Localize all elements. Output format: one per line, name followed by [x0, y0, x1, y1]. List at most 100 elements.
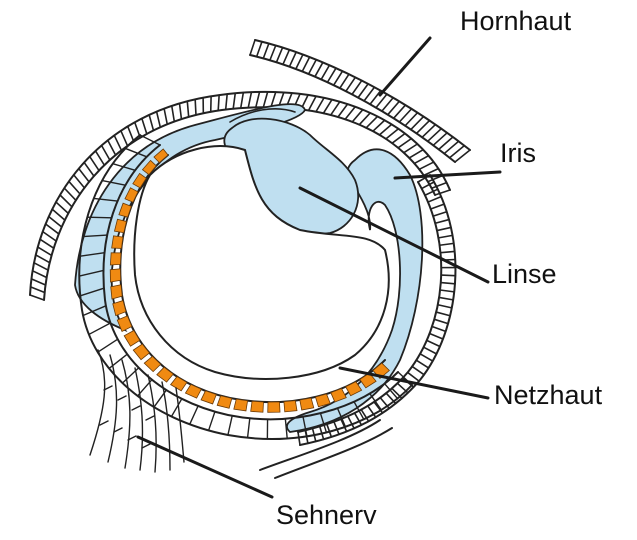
hatch-mark	[149, 115, 153, 131]
hatch-mark	[90, 157, 99, 171]
retina-cell	[112, 236, 123, 249]
hatch-mark	[414, 156, 428, 164]
hatch-mark	[438, 235, 452, 238]
retina-cell	[284, 401, 297, 412]
hatch-mark	[121, 131, 128, 146]
hatch-mark	[142, 118, 147, 133]
hatch-mark	[420, 354, 433, 361]
hatch-mark	[34, 263, 48, 270]
hatch-mark	[321, 65, 329, 79]
hatch-mark	[89, 323, 111, 334]
hatch-mark	[283, 50, 289, 65]
hatch-mark	[248, 92, 251, 107]
hatch-mark	[334, 422, 339, 435]
hatch-mark	[380, 124, 392, 135]
retina-cell	[171, 377, 187, 391]
hatch-mark	[408, 372, 419, 381]
retina-cell	[251, 401, 264, 412]
hatch-mark	[256, 92, 260, 107]
hatch-mark	[441, 283, 455, 284]
hatch-mark	[241, 93, 244, 109]
hatch-mark	[296, 55, 303, 69]
hatch-mark	[315, 62, 323, 76]
hatch-mark	[366, 116, 377, 127]
hatch-mark	[352, 110, 362, 122]
hatch-mark	[327, 68, 336, 82]
hatch-mark	[270, 45, 276, 60]
hatch-mark	[190, 406, 198, 424]
hatch-mark	[179, 103, 181, 119]
hatch-mark	[439, 297, 453, 299]
lower-sclera-lines	[260, 420, 392, 478]
retina-cell	[144, 356, 160, 371]
hatch-mark	[96, 151, 105, 165]
hatch-mark	[40, 239, 54, 248]
hatch-mark	[164, 109, 167, 125]
hatch-mark	[382, 98, 393, 111]
hatch-mark	[373, 120, 385, 131]
hatch-mark	[248, 418, 250, 437]
hatch-mark	[84, 162, 94, 176]
hatch-mark	[424, 347, 437, 354]
hatch-mark	[370, 91, 381, 105]
hatch-mark	[218, 95, 219, 110]
hatch-mark	[364, 87, 374, 101]
hatch-mark	[30, 295, 44, 300]
hatch-mark	[128, 126, 134, 141]
hatch-mark	[46, 224, 59, 234]
hatch-mark	[98, 339, 118, 352]
hatch-mark	[340, 74, 349, 88]
retina-cell	[124, 330, 140, 346]
hatch-mark	[419, 162, 433, 169]
label-lens: Linse	[492, 259, 557, 289]
hatch-mark	[359, 113, 370, 125]
retina-cell	[111, 285, 122, 299]
retina-cell	[268, 402, 280, 412]
hatch-mark	[323, 100, 332, 114]
hatch-mark	[435, 190, 450, 195]
hatch-mark	[341, 419, 347, 431]
hatch-mark	[31, 279, 45, 285]
hatch-mark	[412, 366, 424, 374]
hatch-mark	[334, 71, 343, 85]
hatch-mark	[435, 220, 449, 224]
hatch-mark	[430, 333, 443, 339]
hatch-mark	[398, 139, 411, 148]
hatch-mark	[187, 101, 188, 117]
hatch-mark	[171, 399, 181, 417]
hatch-mark	[289, 52, 296, 67]
retina-cell	[110, 253, 121, 265]
hatch-mark	[285, 419, 287, 439]
hatch-mark	[386, 129, 399, 139]
hatch-mark	[31, 287, 45, 293]
hatch-mark	[309, 60, 317, 74]
hatch-mark	[52, 209, 65, 220]
hatch-mark	[352, 81, 362, 95]
hatch-mark	[195, 99, 196, 115]
hatch-mark	[43, 232, 56, 241]
hatch-mark	[64, 188, 76, 200]
hatch-mark	[108, 140, 116, 155]
hatch-mark	[263, 92, 267, 107]
hatch-mark	[440, 251, 454, 252]
optic-nerve-leader	[138, 437, 272, 497]
hatch-mark	[434, 319, 448, 323]
hatch-mark	[404, 144, 418, 153]
retina-cell	[157, 367, 173, 382]
hatch-mark	[49, 217, 62, 227]
hatch-mark	[338, 104, 348, 117]
hatch-mark	[441, 275, 455, 276]
hatch-mark	[345, 107, 355, 120]
label-optic-nerve: Sehnerv	[276, 500, 377, 530]
hatch-mark	[233, 93, 235, 109]
hatch-mark	[60, 195, 72, 207]
hatch-mark	[427, 340, 440, 346]
hatch-mark	[79, 169, 89, 182]
hatch-mark	[250, 40, 255, 55]
hatch-mark	[331, 102, 340, 115]
hatch-mark	[376, 94, 387, 107]
hatch-mark	[33, 271, 47, 278]
hatch-mark	[416, 360, 428, 368]
hatch-mark	[157, 112, 161, 128]
